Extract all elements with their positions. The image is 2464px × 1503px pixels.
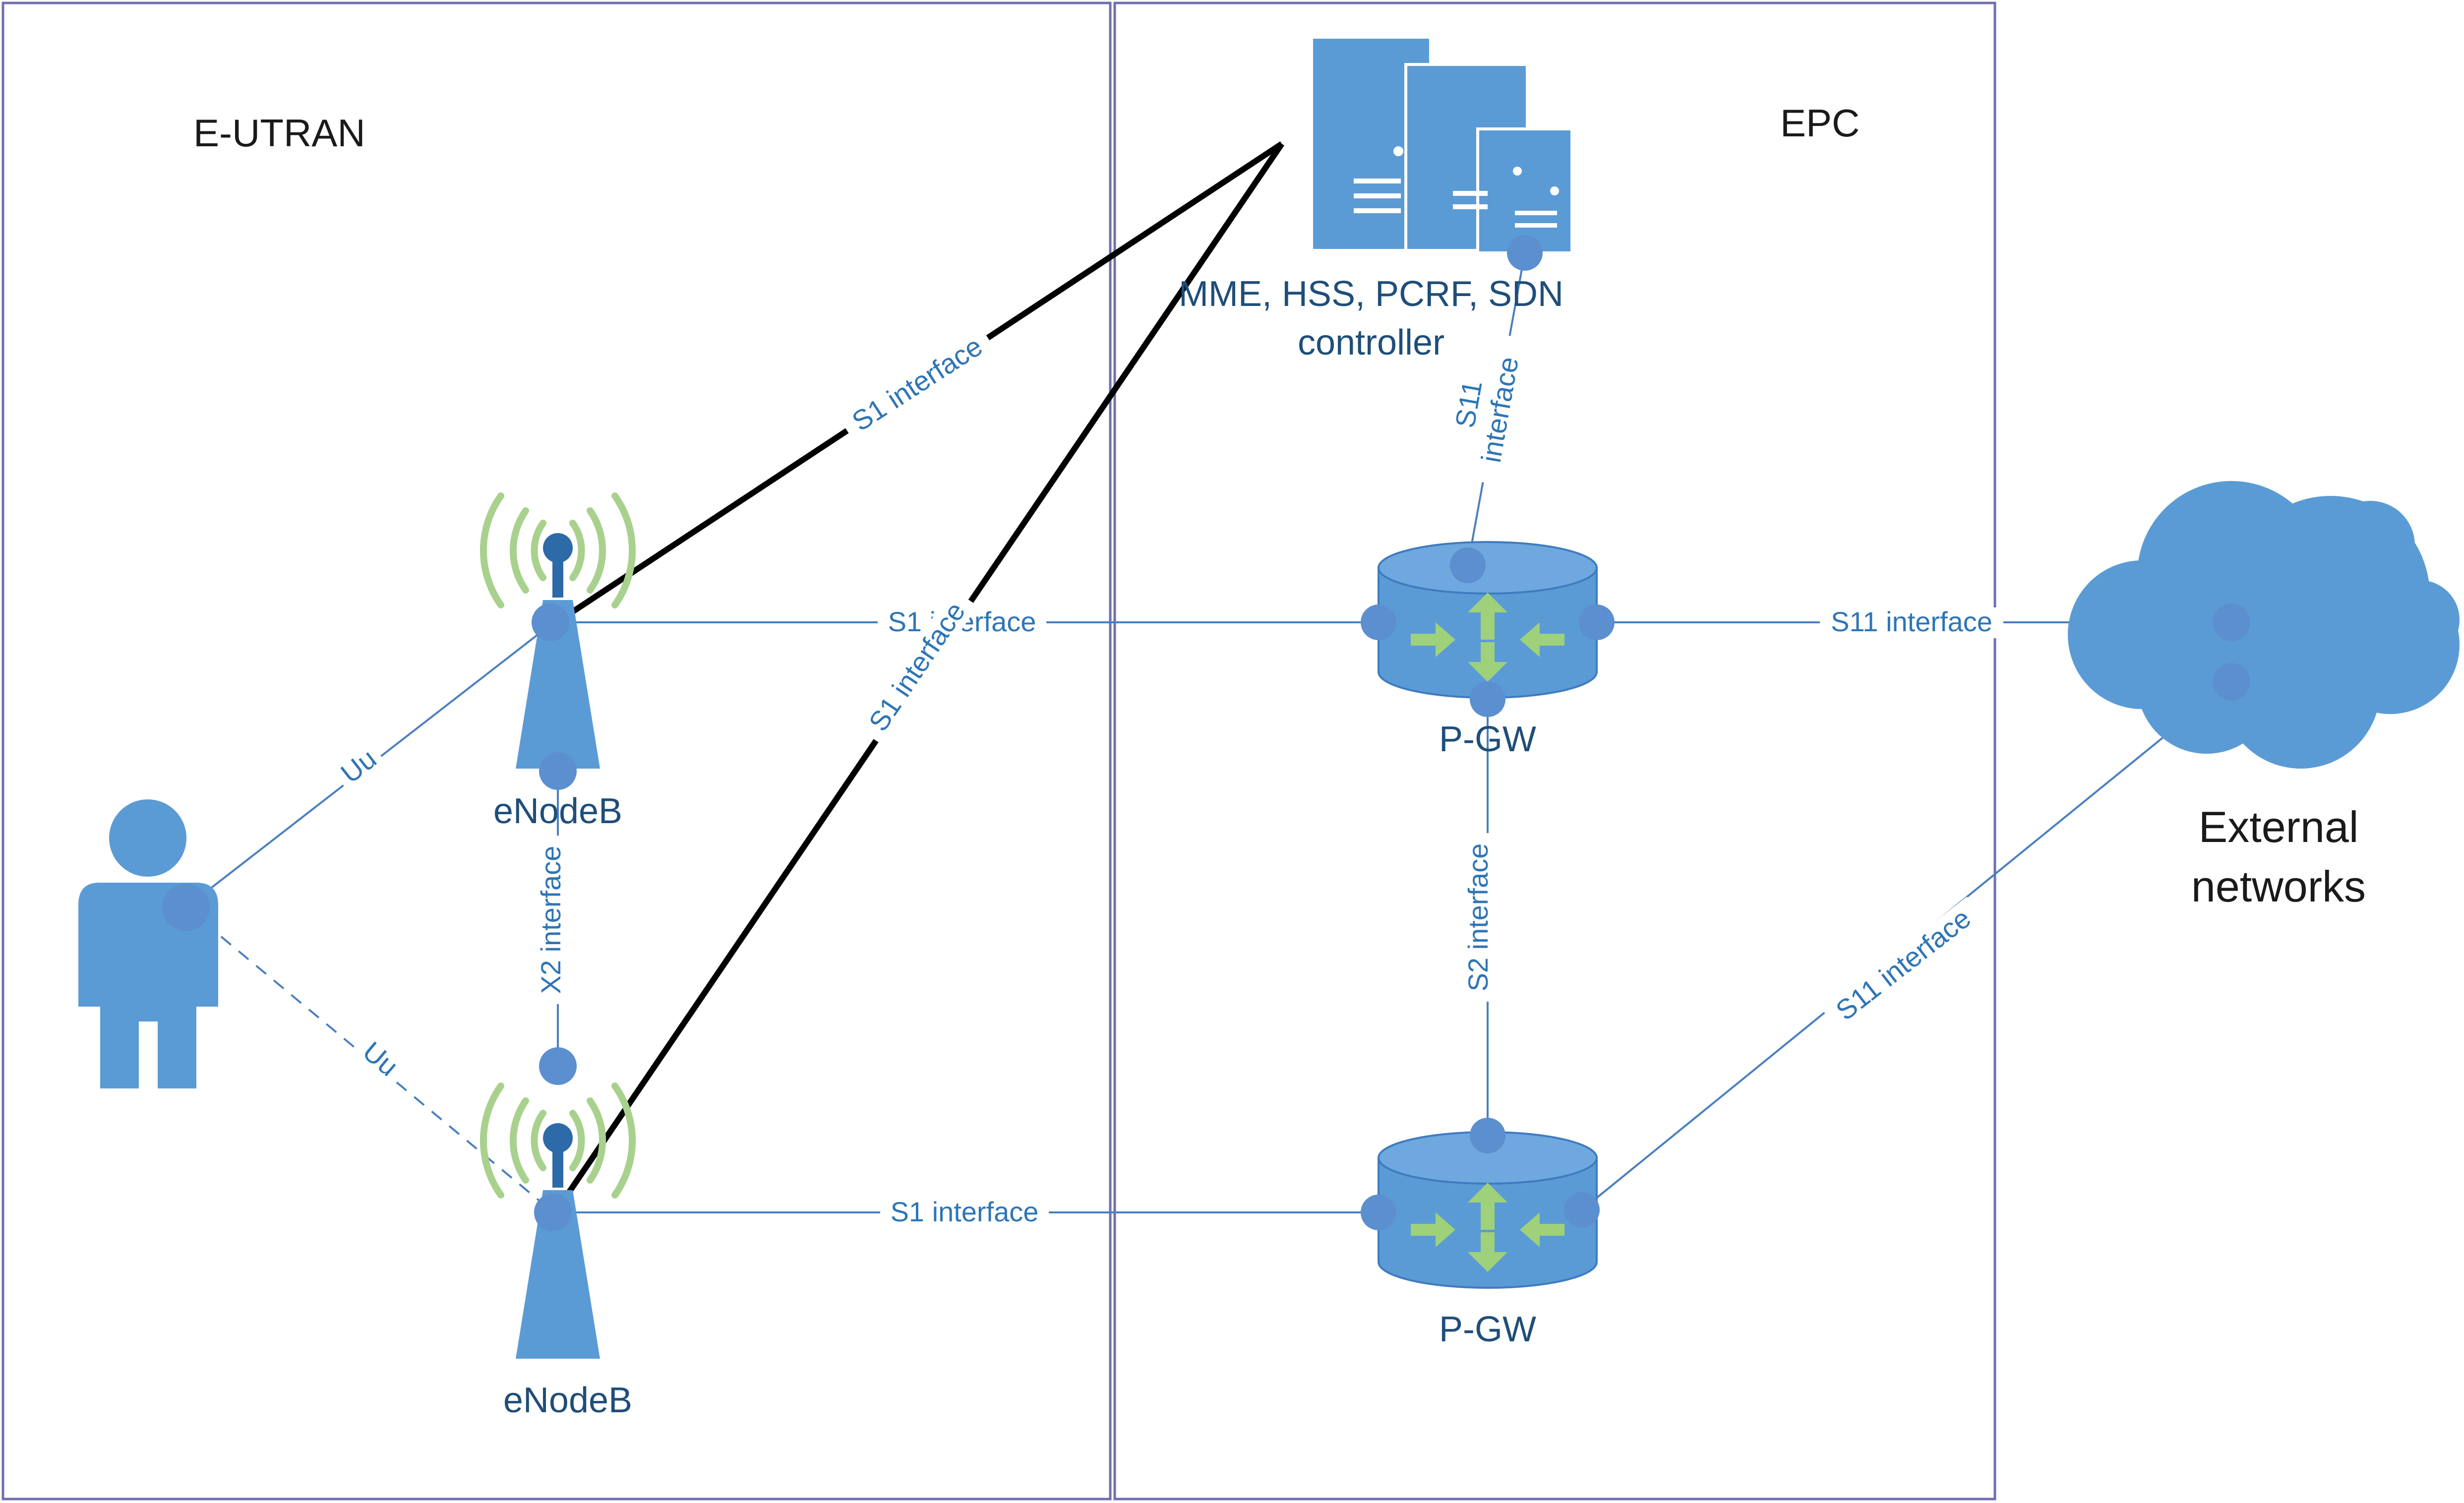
external-label: External	[2199, 802, 2359, 851]
svg-text:S1 interface: S1 interface	[846, 330, 988, 437]
core-label-line2: controller	[1298, 323, 1444, 362]
svg-text:S11 interface: S11 interface	[1831, 606, 1992, 637]
label-s11-ext-bottom: S11 interface	[1822, 897, 1986, 1034]
pgw-bottom-label: P-GW	[1439, 1310, 1536, 1349]
label-s1-user-bottom: S1 interface	[880, 1196, 1049, 1228]
svg-text:S11 interface: S11 interface	[1830, 902, 1977, 1026]
svg-text:X2 interface: X2 interface	[535, 846, 566, 994]
external-label-line2: networks	[2191, 862, 2366, 911]
cloud-icon	[2068, 481, 2460, 769]
label-uu-bottom: Uu	[351, 1034, 407, 1088]
connector-dot	[539, 752, 577, 790]
svg-text:S1 interface: S1 interface	[891, 1196, 1039, 1227]
enodeb-top-label: eNodeB	[493, 791, 622, 831]
connector-dot	[1450, 547, 1486, 583]
enodeb-top-tower-icon	[480, 492, 636, 769]
core-label: MME, HSS, PCRF, SDN	[1179, 274, 1563, 314]
connector-dot	[1564, 1192, 1600, 1228]
connector-dot	[162, 884, 210, 931]
connector-dot	[2213, 603, 2250, 641]
pgw-top-label: P-GW	[1439, 720, 1536, 759]
eutran-title: E-UTRAN	[193, 111, 365, 155]
server-stack-icon	[1310, 36, 1573, 254]
eutran-region-box	[1, 1, 1112, 1501]
connector-dot	[539, 1047, 577, 1085]
enodeb-bottom-tower-icon	[480, 1082, 636, 1359]
label-s11-core: S11 interface	[1435, 327, 1529, 486]
connector-dot	[534, 1194, 572, 1231]
person-icon	[78, 799, 218, 1088]
svg-text:S2 interface: S2 interface	[1462, 843, 1494, 992]
connector-dot	[1470, 1118, 1505, 1153]
enodeb-bottom-label: eNodeB	[503, 1381, 632, 1420]
connector-dot	[1361, 604, 1396, 640]
epc-region-box	[1113, 1, 1996, 1501]
label-x2: X2 interface	[535, 836, 568, 1004]
label-s2: S2 interface	[1462, 833, 1496, 1002]
connector-dot	[1579, 604, 1615, 640]
connector-dot	[1470, 681, 1505, 717]
label-s1-control-top: S1 interface	[839, 326, 997, 444]
epc-title: EPC	[1780, 101, 1860, 145]
label-uu-top: Uu	[332, 741, 388, 795]
connector-dot	[532, 603, 569, 641]
connector-dot	[1507, 235, 1543, 271]
label-s11-ext-top: S11 interface	[1820, 606, 2003, 638]
pgw-top-router-icon	[1378, 541, 1598, 699]
connector-dot	[2213, 663, 2250, 701]
connector-dot	[1361, 1195, 1396, 1230]
